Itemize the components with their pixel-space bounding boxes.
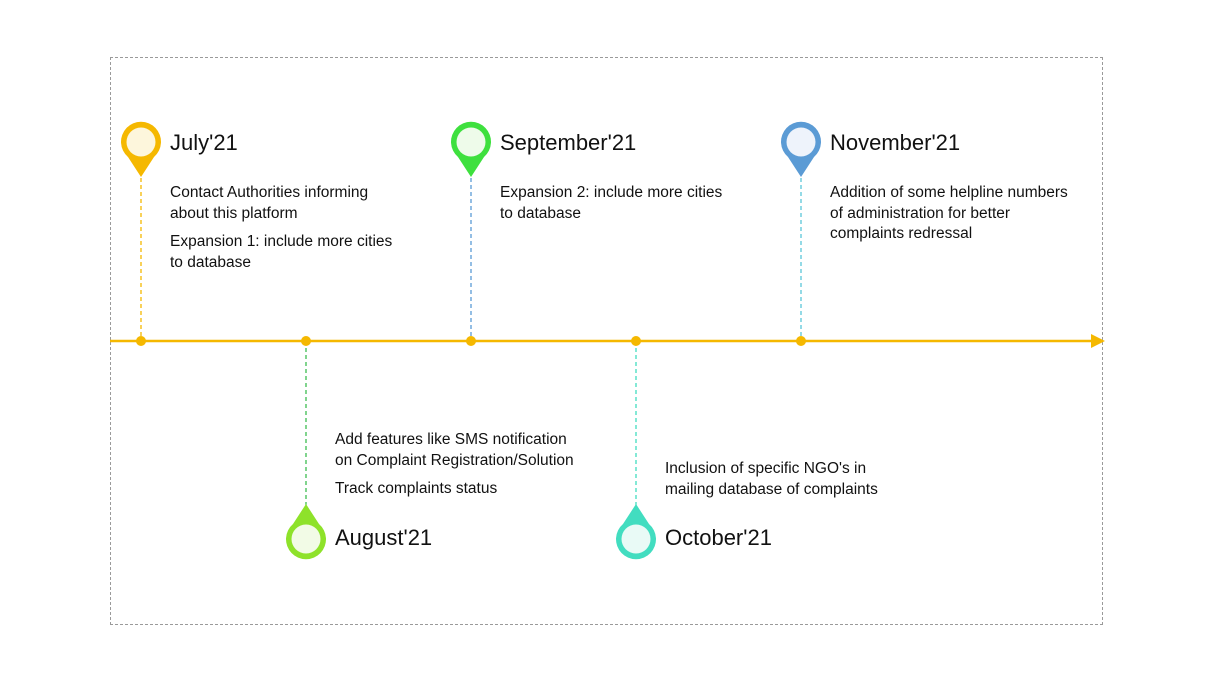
milestone-desc-august: Add features like SMS notification on Co… xyxy=(335,430,574,508)
milestone-desc-november: Addition of some helpline numbers of adm… xyxy=(830,183,1068,253)
axis-dot-august xyxy=(301,336,311,346)
desc-paragraph: Contact Authorities informing about this… xyxy=(170,183,392,224)
milestone-title-september: September'21 xyxy=(500,130,637,155)
pin-october-icon xyxy=(614,503,658,561)
axis-dot-november xyxy=(796,336,806,346)
desc-paragraph: Inclusion of specific NGO's in mailing d… xyxy=(665,459,878,500)
milestone-title-july: July'21 xyxy=(170,130,238,155)
desc-line: to database xyxy=(500,204,582,222)
axis-dot-july xyxy=(136,336,146,346)
desc-paragraph: Add features like SMS notification on Co… xyxy=(335,430,574,471)
desc-line: Expansion 1: include more cities xyxy=(170,233,393,250)
desc-line: mailing database of complaints xyxy=(665,480,878,498)
axis-dot-october xyxy=(631,336,641,346)
milestone-desc-september: Expansion 2: include more cities to data… xyxy=(500,183,722,232)
milestone-title-october: October'21 xyxy=(665,525,772,550)
axis-dot-september xyxy=(466,336,476,346)
desc-paragraph: Expansion 2: include more cities to data… xyxy=(500,183,722,224)
desc-line: Add features like SMS notification xyxy=(335,431,567,448)
milestone-title-august: August'21 xyxy=(335,525,433,550)
desc-line: of administration for better xyxy=(830,204,1011,222)
desc-line: complaints redressal xyxy=(830,225,973,242)
milestone-desc-october: Inclusion of specific NGO's in mailing d… xyxy=(665,459,878,508)
pin-november-icon xyxy=(779,120,823,178)
pin-september-icon xyxy=(449,120,493,178)
pin-august-icon xyxy=(284,503,328,561)
desc-paragraph: Track complaints status xyxy=(335,479,574,500)
milestone-title-november: November'21 xyxy=(830,130,961,155)
desc-line: about this platform xyxy=(170,204,298,222)
milestone-desc-july: Contact Authorities informing about this… xyxy=(170,183,392,281)
desc-line: to database xyxy=(170,253,252,271)
desc-line: Inclusion of specific NGO's in xyxy=(665,460,867,477)
desc-line: on Complaint Registration/Solution xyxy=(335,451,574,469)
desc-line: Track complaints status xyxy=(335,480,498,497)
desc-line: Addition of some helpline numbers xyxy=(830,184,1068,201)
desc-paragraph: Addition of some helpline numbers of adm… xyxy=(830,183,1068,245)
desc-line: Expansion 2: include more cities xyxy=(500,184,723,201)
pin-july-icon xyxy=(119,120,163,178)
desc-line: Contact Authorities informing xyxy=(170,184,369,201)
desc-paragraph: Expansion 1: include more cities to data… xyxy=(170,232,392,273)
timeline-axis-arrow xyxy=(1091,334,1105,348)
